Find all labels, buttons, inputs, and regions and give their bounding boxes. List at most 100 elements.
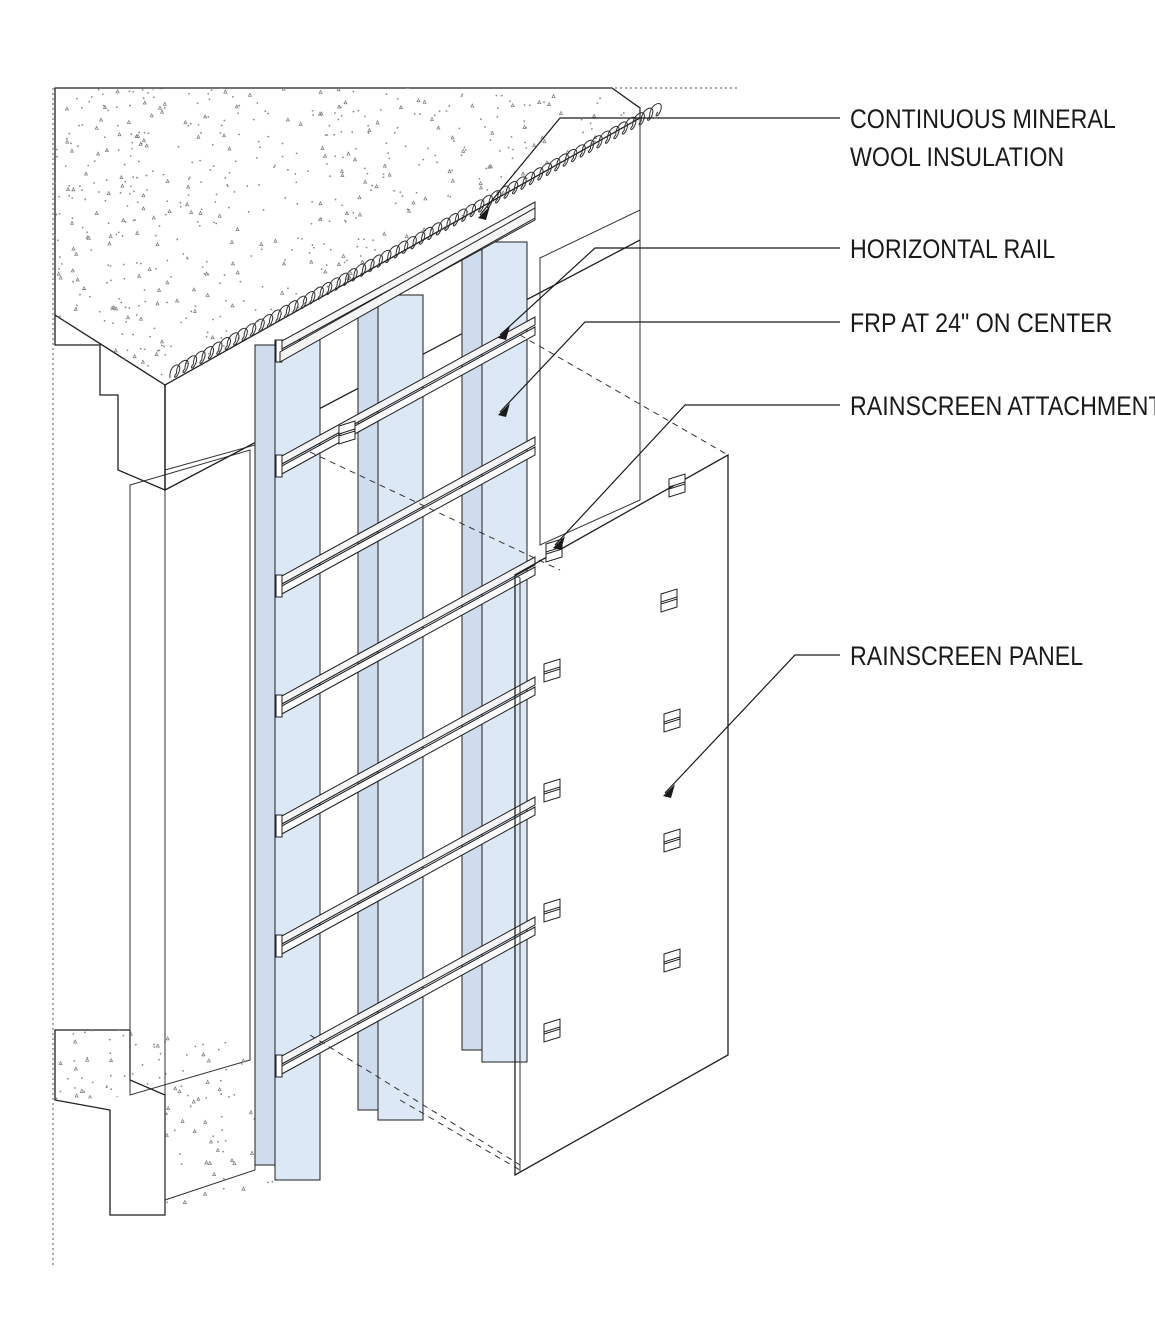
concrete-speck (136, 176, 138, 179)
concrete-aggregate (75, 277, 80, 282)
concrete-speck (93, 160, 96, 163)
concrete-speck (110, 279, 112, 282)
concrete-speck (105, 1136, 107, 1139)
concrete-aggregate (557, 327, 562, 332)
concrete-aggregate (73, 1039, 78, 1044)
concrete-speck (261, 285, 264, 288)
concrete-speck (217, 1048, 220, 1051)
concrete-speck (205, 260, 208, 263)
concrete-speck (324, 134, 327, 137)
concrete-speck (438, 240, 440, 243)
concrete-speck (291, 248, 293, 251)
concrete-speck (117, 231, 120, 234)
concrete-speck (187, 194, 190, 196)
concrete-aggregate (298, 121, 303, 126)
concrete-aggregate (135, 230, 140, 235)
concrete-speck (84, 198, 87, 201)
concrete-aggregate (230, 261, 235, 266)
concrete-speck (258, 146, 261, 149)
concrete-speck (97, 88, 100, 91)
concrete-speck (146, 1158, 149, 1161)
concrete-speck (463, 146, 466, 149)
concrete-speck (220, 1115, 223, 1118)
concrete-speck (320, 217, 323, 220)
concrete-speck (601, 343, 603, 346)
concrete-speck (507, 146, 510, 149)
concrete-speck (329, 175, 331, 178)
concrete-speck (598, 279, 601, 282)
concrete-speck (514, 195, 517, 198)
concrete-speck (123, 1075, 126, 1078)
concrete-aggregate (427, 281, 432, 287)
concrete-aggregate (229, 239, 235, 244)
concrete-aggregate (164, 1132, 169, 1137)
concrete-speck (198, 224, 201, 227)
concrete-speck (88, 100, 91, 103)
concrete-speck (86, 1057, 89, 1059)
concrete-speck (622, 112, 625, 114)
concrete-speck (212, 1135, 215, 1138)
concrete-speck (76, 97, 78, 100)
concrete-speck (176, 238, 179, 241)
concrete-aggregate (615, 239, 620, 244)
concrete-aggregate (182, 1199, 187, 1204)
concrete-speck (55, 182, 57, 184)
concrete-speck (203, 272, 206, 275)
concrete-aggregate (235, 375, 241, 380)
concrete-aggregate (336, 104, 342, 109)
concrete-speck (118, 297, 121, 300)
concrete-speck (157, 1127, 160, 1130)
concrete-speck (65, 1099, 68, 1102)
concrete-speck (105, 179, 108, 182)
concrete-aggregate (607, 203, 612, 209)
concrete-aggregate (599, 285, 604, 290)
concrete-speck (334, 155, 337, 158)
concrete-speck (131, 147, 133, 150)
concrete-speck (189, 1105, 192, 1108)
concrete-speck (55, 234, 56, 237)
concrete-aggregate (137, 273, 142, 278)
concrete-aggregate (523, 235, 528, 240)
concrete-speck (205, 335, 208, 338)
concrete-speck (56, 155, 58, 158)
concrete-speck (128, 307, 131, 309)
concrete-speck (281, 155, 284, 158)
concrete-aggregate (441, 232, 446, 237)
concrete-speck (132, 190, 135, 193)
concrete-speck (349, 347, 351, 349)
concrete-speck (136, 262, 138, 264)
concrete-aggregate (144, 143, 149, 148)
concrete-aggregate (56, 271, 61, 276)
concrete-speck (606, 157, 609, 160)
concrete-speck (206, 331, 209, 334)
concrete-aggregate (141, 138, 146, 143)
concrete-aggregate (203, 114, 208, 119)
concrete-speck (354, 360, 357, 363)
bottom-concrete-slab (54, 485, 275, 1216)
concrete-aggregate (227, 146, 232, 151)
concrete-speck (274, 164, 276, 167)
concrete-speck (262, 209, 265, 211)
concrete-speck (524, 193, 526, 196)
concrete-speck (614, 287, 617, 290)
concrete-speck (396, 97, 399, 100)
mineral-wool-insulation (169, 103, 662, 379)
concrete-aggregate (478, 180, 483, 185)
concrete-aggregate (159, 339, 165, 344)
concrete-aggregate (547, 101, 552, 106)
concrete-speck (83, 370, 86, 373)
concrete-speck (56, 1172, 58, 1175)
concrete-speck (149, 335, 151, 338)
concrete-speck (156, 1194, 159, 1197)
concrete-aggregate (360, 259, 365, 264)
concrete-speck (594, 140, 596, 143)
concrete-aggregate (346, 151, 351, 156)
concrete-aggregate (532, 142, 537, 147)
concrete-speck (102, 104, 105, 107)
concrete-aggregate (157, 287, 162, 292)
concrete-speck (104, 199, 107, 202)
callout-insulation: CONTINUOUS MINERAL WOOL INSULATION (850, 100, 1116, 176)
concrete-speck (520, 190, 523, 192)
concrete-aggregate (203, 1119, 208, 1124)
concrete-aggregate (453, 297, 458, 302)
